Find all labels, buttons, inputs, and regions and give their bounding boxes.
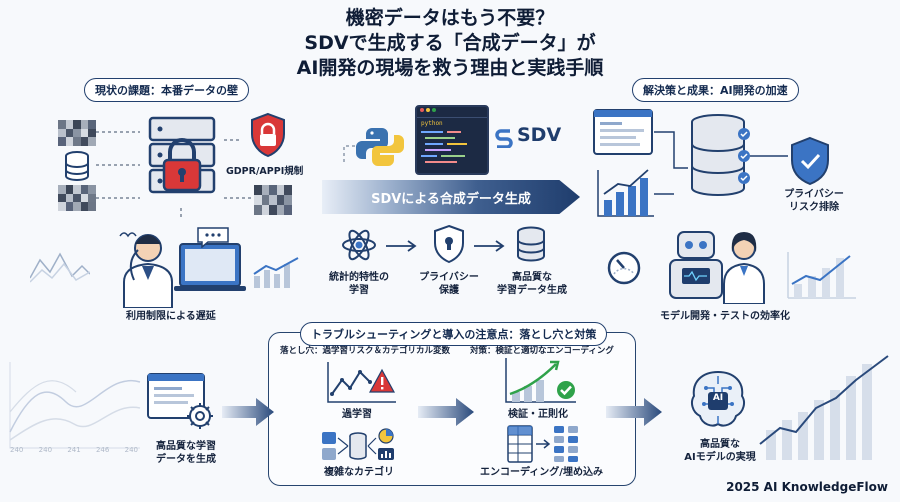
code-language-label: python bbox=[421, 120, 443, 127]
sdv-generation-banner: SDVによる合成データ生成 bbox=[322, 180, 580, 214]
step-line: プライバシー bbox=[419, 272, 479, 283]
step-line: 学習データ生成 bbox=[497, 285, 567, 296]
measure-header: 対策：検証と適切なエンコーディング bbox=[470, 346, 614, 356]
gdpr-label: GDPR/APPI規制 bbox=[226, 166, 304, 177]
python-logo-icon bbox=[343, 128, 404, 166]
bottom-left-label: 高品質な学習 データを生成 bbox=[146, 440, 226, 466]
stressed-developer-illustration bbox=[119, 232, 246, 308]
axis-tick: 241 bbox=[67, 446, 81, 454]
arrow-right-icon bbox=[474, 240, 505, 252]
left-section-header: 現状の課題：本番データの壁 bbox=[84, 78, 249, 102]
code-editor-window: python bbox=[415, 105, 489, 175]
encoding-label: エンコーディング/埋め込み bbox=[480, 467, 603, 478]
left-bottom-label: 利用制限による遅延 bbox=[126, 311, 216, 322]
sdv-logo-text: SDV bbox=[517, 124, 562, 146]
page-title: 機密データはもう不要？ SDVで生成する「合成データ」が AI開発の現場を救う理… bbox=[0, 6, 900, 81]
locked-server-icon bbox=[148, 116, 216, 194]
bottom-left-label-line: データを生成 bbox=[156, 454, 216, 465]
sdv-logo-icon bbox=[495, 129, 513, 148]
ai-brain-icon bbox=[691, 370, 745, 427]
robot-and-scientist-illustration bbox=[669, 231, 856, 304]
right-section-header: 解決策と成果：AI開発の加速 bbox=[632, 78, 799, 102]
right-bottom-label: モデル開発・テストの効率化 bbox=[660, 311, 790, 322]
footer-brand: 2025 AI KnowledgeFlow bbox=[726, 480, 888, 494]
pitfall-header: 落とし穴：過学習リスク＆カテゴリカル変数 bbox=[280, 346, 451, 356]
step-line: 保護 bbox=[439, 285, 459, 296]
title-line-3: AI開発の現場を救う理由と実践手順 bbox=[296, 57, 604, 79]
shield-lock-icon bbox=[251, 112, 285, 158]
privacy-label-line: リスク排除 bbox=[789, 202, 839, 213]
axis-tick: 246 bbox=[95, 446, 110, 454]
ai-chip-label: AI bbox=[712, 393, 724, 403]
bottom-right-label-line: 高品質な bbox=[700, 439, 740, 450]
results-dashboard-illustration bbox=[593, 109, 829, 217]
faint-background-chart bbox=[9, 362, 141, 449]
privacy-shield-icon bbox=[434, 224, 464, 264]
growth-chart-background bbox=[759, 355, 889, 460]
bottom-left-label-line: 高品質な学習 bbox=[156, 441, 216, 452]
encoding-embedding-icon bbox=[507, 425, 578, 463]
axis-tick: 240 bbox=[124, 446, 138, 454]
arrow-right-icon bbox=[386, 240, 417, 252]
step-line: 高品質な bbox=[512, 272, 552, 283]
axis-tick: 240 bbox=[10, 446, 24, 454]
bottom-right-label-line: AIモデルの実現 bbox=[684, 452, 756, 463]
troubleshooting-header: トラブルシューティングと導入の注意点：落とし穴と対策 bbox=[300, 322, 608, 346]
axis-ticks: 240 240 241 246 240 bbox=[10, 446, 138, 454]
privacy-label-line: プライバシー bbox=[784, 189, 844, 200]
pixelated-data-tile bbox=[58, 185, 96, 211]
gauge-icon bbox=[607, 251, 641, 285]
overfit-label: 過学習 bbox=[342, 409, 372, 420]
dashed-connectors bbox=[96, 131, 254, 220]
flow-arrow bbox=[606, 398, 662, 426]
pixelated-data-tile bbox=[58, 120, 96, 146]
small-bar-chart-icon bbox=[253, 257, 299, 288]
validation-chart-icon bbox=[505, 358, 576, 403]
categorical-variables-icon bbox=[322, 428, 394, 460]
axis-tick: 240 bbox=[38, 446, 53, 454]
step-label-generation: 高品質な 学習データ生成 bbox=[492, 271, 572, 297]
title-line-1: 機密データはもう不要？ bbox=[345, 7, 555, 29]
database-icon bbox=[517, 226, 545, 262]
category-label: 複雑なカテゴリ bbox=[324, 467, 394, 478]
chat-bubble-icon bbox=[197, 227, 229, 248]
step-line: 学習 bbox=[349, 285, 369, 296]
code-lines bbox=[421, 131, 467, 163]
faint-line-chart bbox=[30, 252, 90, 283]
pixelated-data-tile bbox=[254, 185, 292, 215]
improvement-arrow bbox=[418, 398, 474, 426]
flow-arrow bbox=[222, 398, 274, 426]
database-icon bbox=[65, 151, 89, 182]
step-label-privacy: プライバシー 保護 bbox=[410, 271, 488, 297]
validation-label: 検証・正則化 bbox=[508, 409, 568, 420]
overfitting-chart-icon bbox=[327, 362, 396, 403]
privacy-risk-label: プライバシー リスク排除 bbox=[774, 188, 854, 214]
banner-label: SDVによる合成データ生成 bbox=[371, 191, 531, 207]
step-label-statistics: 統計的特性の 学習 bbox=[323, 271, 395, 297]
dashboard-gear-icon bbox=[147, 373, 213, 429]
bottom-right-label: 高品質な AIモデルの実現 bbox=[670, 438, 770, 464]
step-line: 統計的特性の bbox=[329, 272, 389, 283]
title-line-2: SDVで生成する「合成データ」が bbox=[304, 32, 596, 54]
atom-icon bbox=[342, 229, 376, 261]
